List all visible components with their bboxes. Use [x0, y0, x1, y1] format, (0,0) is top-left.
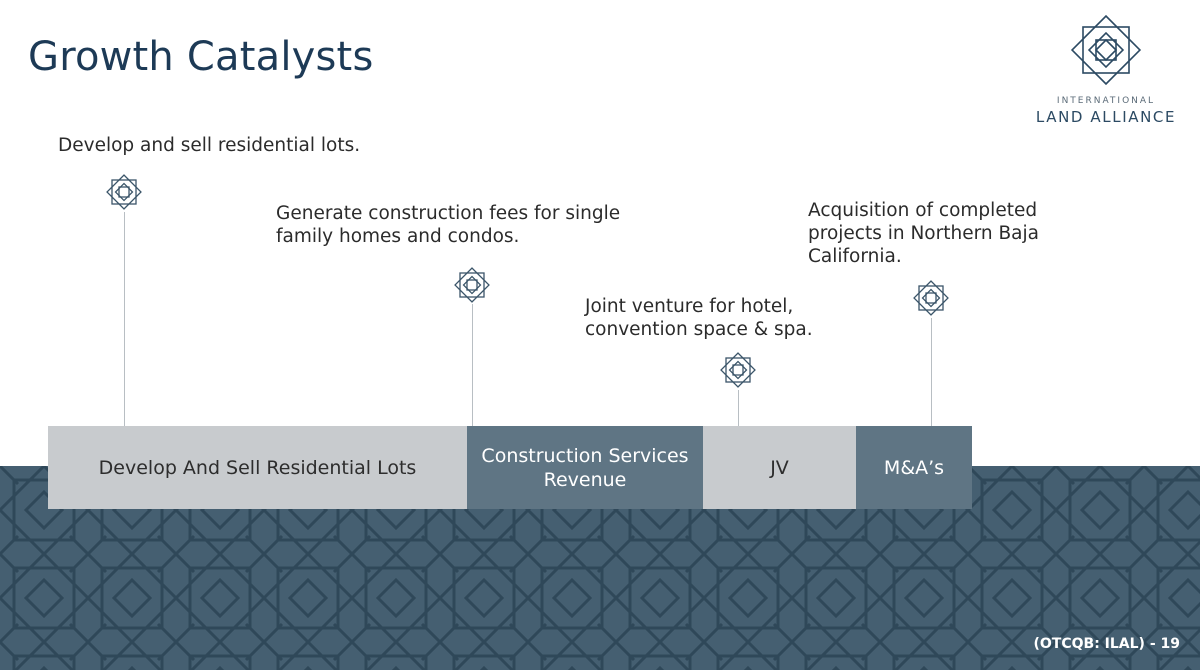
caption-jv: Joint venture for hotel, convention spac…: [585, 295, 813, 341]
caption-jv-line-2: convention space & spa.: [585, 319, 813, 340]
caption-construction: Generate construction fees for single fa…: [276, 202, 620, 248]
caption-ma: Acquisition of completed projects in Nor…: [808, 199, 1039, 268]
stem-construction: [472, 304, 473, 426]
caption-develop-text: Develop and sell residential lots.: [58, 135, 361, 156]
caption-ma-line-3: California.: [808, 246, 902, 267]
caption-ma-line-2: projects in Northern Baja: [808, 223, 1039, 244]
segment-develop: Develop And Sell Residential Lots: [48, 426, 467, 509]
segment-construction-label-2: Revenue: [543, 468, 627, 491]
company-logo: INTERNATIONAL LAND ALLIANCE: [1022, 10, 1190, 132]
diamond-knot-icon: [720, 352, 756, 388]
diamond-knot-icon: [106, 174, 142, 210]
caption-develop: Develop and sell residential lots.: [58, 134, 360, 157]
diamond-knot-icon: [454, 267, 490, 303]
diamond-knot-icon: [913, 280, 949, 316]
segment-develop-label: Develop And Sell Residential Lots: [98, 456, 417, 479]
segment-jv-label: JV: [770, 456, 789, 479]
segment-ma-label: M&A’s: [883, 456, 945, 479]
segment-jv: JV: [703, 426, 856, 509]
logo-line-2: LAND ALLIANCE: [1035, 108, 1177, 126]
segment-ma: M&A’s: [856, 426, 972, 509]
page-title: Growth Catalysts: [28, 34, 374, 80]
caption-ma-line-1: Acquisition of completed: [808, 200, 1038, 221]
logo-line-1: INTERNATIONAL: [1056, 96, 1156, 106]
stem-jv: [738, 390, 739, 426]
segment-construction-label-1: Construction Services: [481, 444, 689, 467]
stem-ma: [931, 318, 932, 426]
caption-jv-line-1: Joint venture for hotel,: [585, 296, 794, 317]
stem-develop: [124, 212, 125, 426]
caption-construction-line-2: family homes and condos.: [276, 226, 520, 247]
footer-ticker-page: (OTCQB: ILAL) - 19: [1033, 636, 1181, 652]
caption-construction-line-1: Generate construction fees for single: [276, 203, 621, 224]
logo-knot-icon: [1070, 14, 1142, 86]
segment-construction: Construction Services Revenue: [467, 426, 703, 509]
